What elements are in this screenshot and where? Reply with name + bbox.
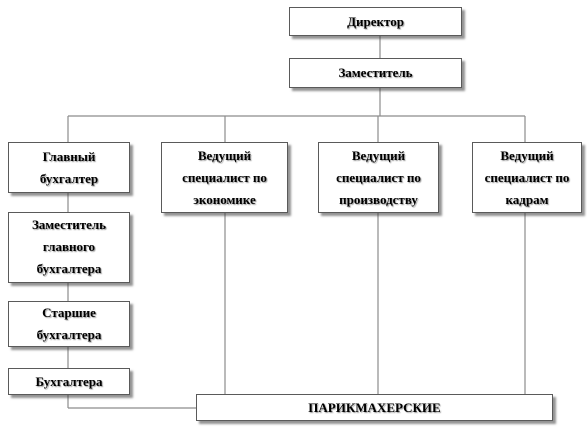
director-label: Директор: [347, 13, 404, 29]
hair-salons-box: ПАРИКМАХЕРСКИЕ: [196, 394, 553, 421]
lead-hr-box: Ведущий специалист по кадрам: [472, 142, 582, 213]
director-box: Директор: [289, 7, 462, 36]
lead-hr-label: Ведущий специалист по кадрам: [484, 147, 570, 207]
chief-accountant-box: Главный бухгалтер: [8, 142, 130, 193]
accountants-label: Бухгалтера: [35, 373, 103, 389]
lead-production-label: Ведущий специалист по производству: [336, 147, 421, 207]
deputy-chief-accountant-box: Заместитель главного бухгалтера: [8, 212, 130, 283]
lead-economics-box: Ведущий специалист по экономике: [161, 142, 288, 213]
hair-salons-label: ПАРИКМАХЕРСКИЕ: [308, 399, 441, 415]
deputy-box: Заместитель: [289, 58, 462, 88]
deputy-label: Заместитель: [338, 65, 413, 80]
senior-accountants-label: Старшие бухгалтера: [36, 305, 102, 342]
lead-production-box: Ведущий специалист по производству: [318, 142, 439, 213]
accountants-box: Бухгалтера: [8, 368, 130, 395]
chief-accountant-label: Главный бухгалтер: [39, 148, 99, 186]
senior-accountants-box: Старшие бухгалтера: [8, 301, 130, 347]
lead-economics-label: Ведущий специалист по экономике: [182, 147, 267, 207]
deputy-chief-accountant-label: Заместитель главного бухгалтера: [31, 217, 107, 276]
